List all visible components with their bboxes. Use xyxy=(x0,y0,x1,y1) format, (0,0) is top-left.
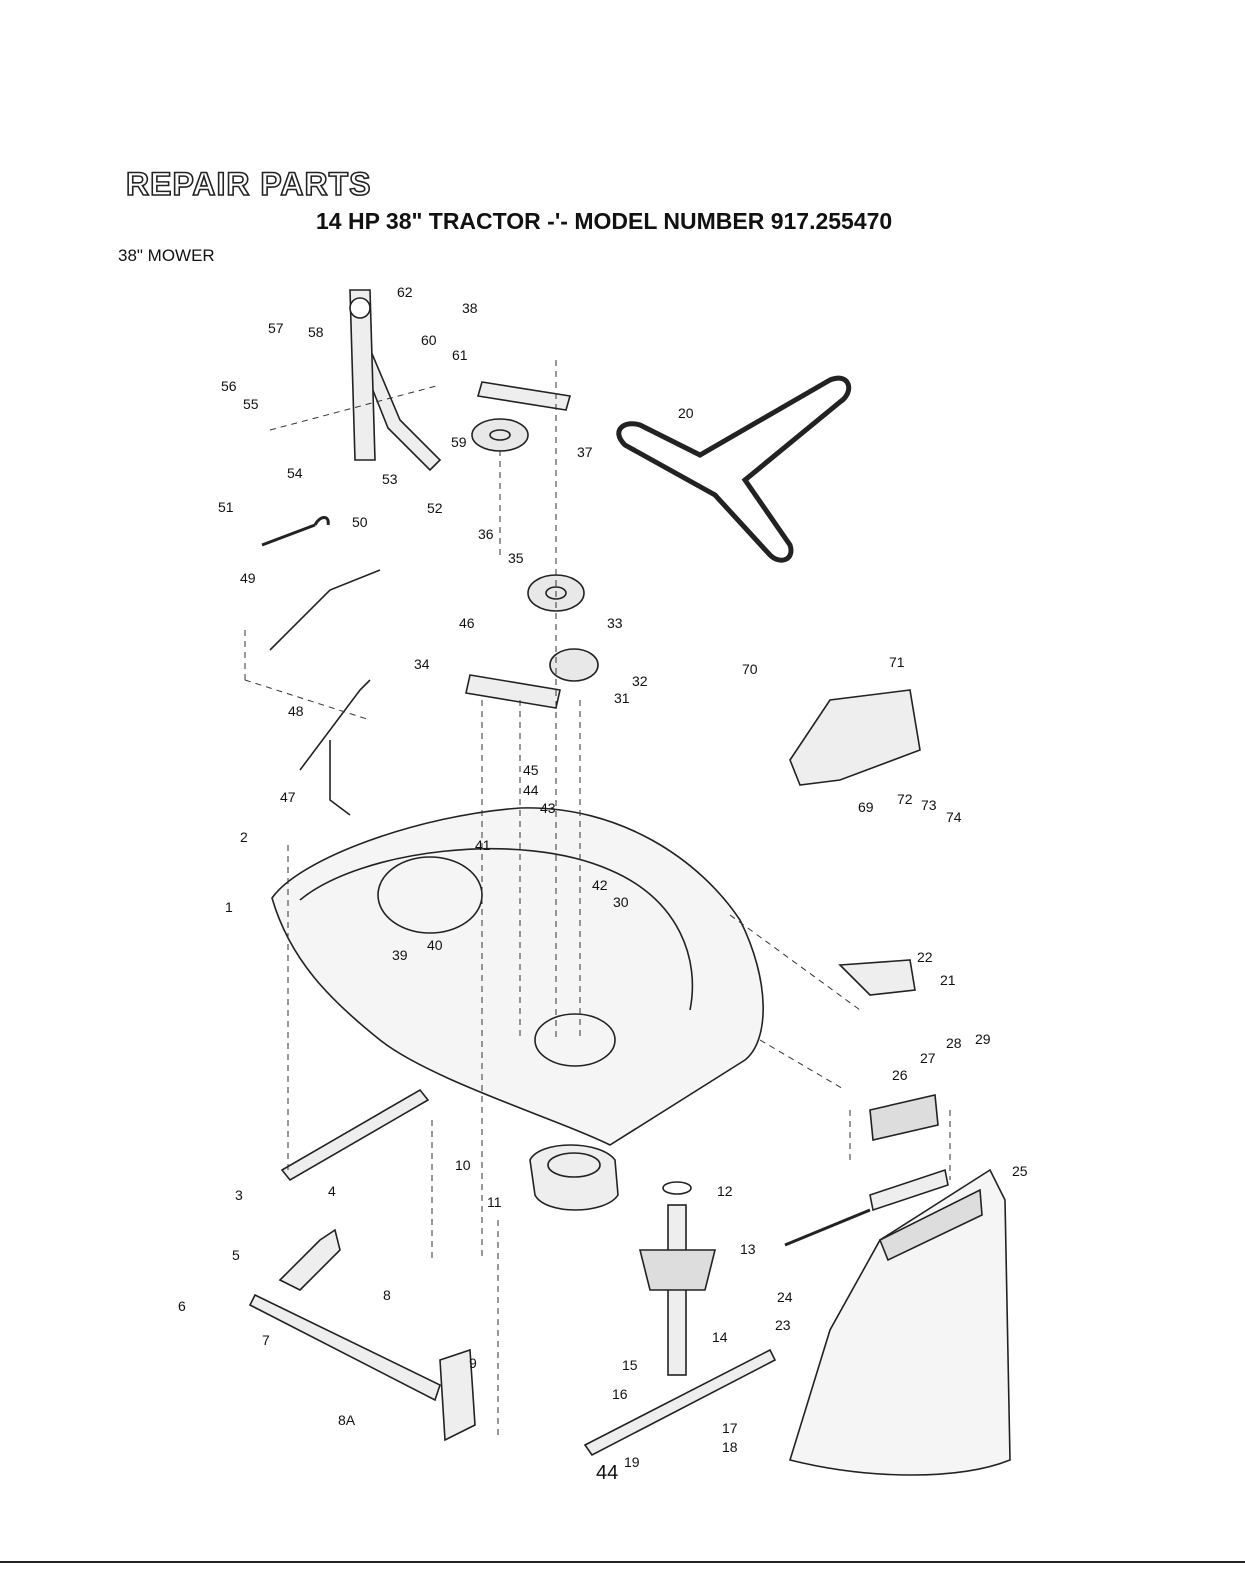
part-label-27: 27 xyxy=(920,1050,936,1066)
part-label-10: 10 xyxy=(455,1157,471,1173)
bracket-5 xyxy=(280,1230,340,1290)
part-label-37: 37 xyxy=(577,444,593,460)
part-label-22: 22 xyxy=(917,949,933,965)
part-label-14: 14 xyxy=(712,1329,728,1345)
part-label-32: 32 xyxy=(632,673,648,689)
part-label-29: 29 xyxy=(975,1031,991,1047)
spring-51 xyxy=(262,518,328,546)
part-label-71: 71 xyxy=(889,654,905,670)
part-label-9: 9 xyxy=(469,1355,477,1371)
part-label-20: 20 xyxy=(678,405,694,421)
part-label-26: 26 xyxy=(892,1067,908,1083)
part-label-38: 38 xyxy=(462,300,478,316)
part-label-43: 43 xyxy=(540,800,556,816)
part-label-49: 49 xyxy=(240,570,256,586)
idler-bracket-34 xyxy=(466,675,560,708)
part-label-21: 21 xyxy=(940,972,956,988)
part-label-12: 12 xyxy=(717,1183,733,1199)
part-label-39: 39 xyxy=(392,947,408,963)
part-label-56: 56 xyxy=(221,378,237,394)
part-label-24: 24 xyxy=(777,1289,793,1305)
part-label-6: 6 xyxy=(178,1298,186,1314)
part-label-34: 34 xyxy=(414,656,430,672)
part-label-47: 47 xyxy=(280,789,296,805)
part-label-74: 74 xyxy=(946,809,962,825)
grass-chute-69 xyxy=(790,690,920,785)
bracket-21 xyxy=(840,960,915,995)
part-label-16: 16 xyxy=(612,1386,628,1402)
part-label-17: 17 xyxy=(722,1420,738,1436)
part-label-48: 48 xyxy=(288,703,304,719)
part-label-31: 31 xyxy=(614,690,630,706)
rod-47 xyxy=(330,740,350,815)
part-label-40: 40 xyxy=(427,937,443,953)
part-label-61: 61 xyxy=(452,347,468,363)
spindle-pulley-13 xyxy=(640,1250,715,1290)
part-label-28: 28 xyxy=(946,1035,962,1051)
rod-49 xyxy=(270,570,380,650)
part-label-69: 69 xyxy=(858,799,874,815)
part-label-45: 45 xyxy=(523,762,539,778)
part-label-54: 54 xyxy=(287,465,303,481)
part-label-19: 19 xyxy=(624,1454,640,1470)
part-label-57: 57 xyxy=(268,320,284,336)
rod-48 xyxy=(300,680,370,770)
part-label-35-lower: 35 xyxy=(508,550,524,566)
part-label-25: 25 xyxy=(1012,1163,1028,1179)
part-label-2: 2 xyxy=(240,829,248,845)
part-label-50: 50 xyxy=(352,514,368,530)
part-label-60: 60 xyxy=(421,332,437,348)
knob-62 xyxy=(350,298,370,318)
bottom-divider xyxy=(0,1561,1245,1563)
part-label-8: 8 xyxy=(383,1287,391,1303)
part-label-36: 36 xyxy=(478,526,494,542)
part-label-62: 62 xyxy=(397,284,413,300)
part-label-3: 3 xyxy=(235,1187,243,1203)
stabilizer-4 xyxy=(282,1090,428,1180)
part-label-42: 42 xyxy=(592,877,608,893)
part-label-18: 18 xyxy=(722,1439,738,1455)
part-label-72: 72 xyxy=(897,791,913,807)
part-label-13: 13 xyxy=(740,1241,756,1257)
hinge-26 xyxy=(870,1095,938,1140)
arm-7 xyxy=(250,1295,440,1400)
page-number: 44 xyxy=(596,1462,618,1485)
rod-24 xyxy=(785,1210,870,1245)
idler-pulley-35-upper xyxy=(472,419,528,451)
part-label-11: 11 xyxy=(487,1194,502,1210)
part-label-73: 73 xyxy=(921,797,937,813)
part-label-52: 52 xyxy=(427,500,443,516)
mower-deck xyxy=(272,808,763,1145)
part-label-8a: 8A xyxy=(338,1412,356,1428)
part-label-55: 55 xyxy=(243,396,259,412)
part-label-70: 70 xyxy=(742,661,758,677)
part-label-4: 4 xyxy=(328,1183,336,1199)
part-label-7: 7 xyxy=(262,1332,270,1348)
part-label-59: 59 xyxy=(451,434,467,450)
part-label-15: 15 xyxy=(622,1357,638,1373)
part-label-41: 41 xyxy=(475,837,491,853)
part-label-51: 51 xyxy=(218,499,234,515)
part-label-44: 44 xyxy=(523,782,539,798)
part-label-58: 58 xyxy=(308,324,324,340)
part-label-5: 5 xyxy=(232,1247,240,1263)
part-label-1: 1 xyxy=(225,899,233,915)
pulley-32 xyxy=(550,649,598,681)
part-label-23: 23 xyxy=(775,1317,791,1333)
part-label-30: 30 xyxy=(613,894,629,910)
drive-belt xyxy=(619,378,849,560)
part-label-46: 46 xyxy=(459,615,475,631)
part-label-33: 33 xyxy=(607,615,623,631)
part-label-53: 53 xyxy=(382,471,398,487)
